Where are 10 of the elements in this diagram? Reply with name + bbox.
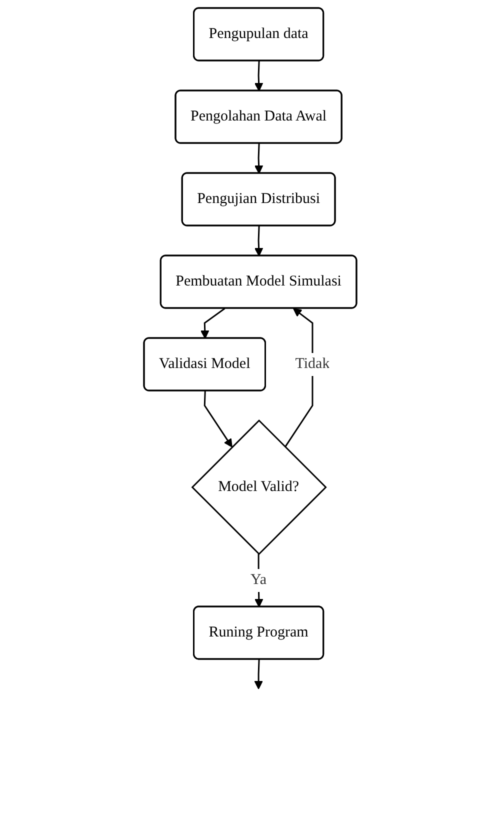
- arrow: [254, 659, 264, 690]
- node-diamond: Model Valid?: [192, 419, 328, 556]
- edge-label: Ya: [250, 572, 267, 588]
- arrow: [204, 390, 233, 448]
- arrow: [200, 308, 226, 339]
- arrow: [254, 226, 264, 256]
- edge-label: Tidak: [296, 356, 330, 372]
- arrow: [254, 143, 264, 174]
- arrow: [254, 60, 264, 92]
- arrow: [254, 554, 264, 608]
